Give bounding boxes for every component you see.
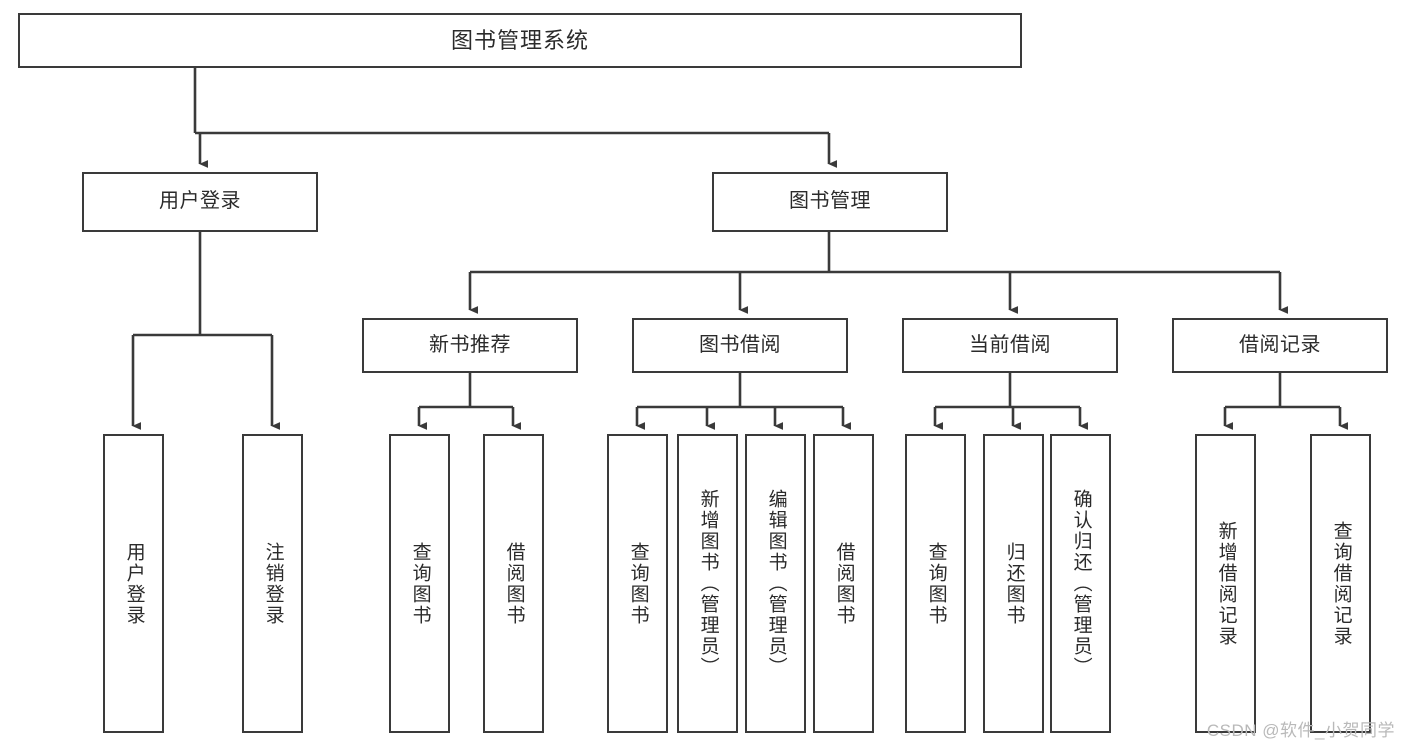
node-leaf-query-book-3-label: 查询图书 [925,541,947,626]
node-leaf-user-login-label: 用户登录 [123,541,145,626]
node-new-book-rec[interactable]: 新书推荐 [362,318,578,373]
node-leaf-add-book[interactable]: 新增图书（管理员） [677,434,738,733]
node-user-login-label: 用户登录 [159,190,241,213]
node-leaf-query-book-2-label: 查询图书 [627,541,649,626]
node-leaf-borrow-book-2-label: 借阅图书 [833,541,855,626]
node-leaf-add-book-label: 新增图书（管理员） [697,489,719,678]
node-leaf-confirm-return[interactable]: 确认归还（管理员） [1050,434,1111,733]
node-new-book-rec-label: 新书推荐 [429,333,511,356]
node-leaf-return-book[interactable]: 归还图书 [983,434,1044,733]
node-leaf-query-book-1[interactable]: 查询图书 [389,434,450,733]
node-leaf-query-book-3[interactable]: 查询图书 [905,434,966,733]
node-leaf-borrow-book-1-label: 借阅图书 [503,541,525,626]
node-user-login[interactable]: 用户登录 [82,172,318,232]
node-leaf-add-record-label: 新增借阅记录 [1215,520,1237,647]
node-leaf-borrow-book-2[interactable]: 借阅图书 [813,434,874,733]
node-leaf-query-record[interactable]: 查询借阅记录 [1310,434,1371,733]
node-leaf-add-record[interactable]: 新增借阅记录 [1195,434,1256,733]
watermark: CSDN @软件_小贺同学 [1206,721,1395,740]
node-leaf-user-logout-label: 注销登录 [262,541,284,626]
node-book-manage-label: 图书管理 [789,190,871,213]
node-leaf-user-login[interactable]: 用户登录 [103,434,164,733]
node-leaf-borrow-book-1[interactable]: 借阅图书 [483,434,544,733]
node-root-label: 图书管理系统 [450,27,589,53]
node-borrow-record-label: 借阅记录 [1239,333,1321,356]
node-leaf-query-book-2[interactable]: 查询图书 [607,434,668,733]
node-root[interactable]: 图书管理系统 [18,13,1022,68]
node-leaf-query-record-label: 查询借阅记录 [1330,520,1352,647]
node-book-borrow[interactable]: 图书借阅 [632,318,848,373]
node-leaf-confirm-return-label: 确认归还（管理员） [1070,489,1092,678]
node-book-manage[interactable]: 图书管理 [712,172,948,232]
node-leaf-edit-book[interactable]: 编辑图书（管理员） [745,434,806,733]
node-leaf-edit-book-label: 编辑图书（管理员） [765,489,787,678]
node-borrow-record[interactable]: 借阅记录 [1172,318,1388,373]
node-book-borrow-label: 图书借阅 [699,333,781,356]
node-leaf-query-book-1-label: 查询图书 [409,541,431,626]
node-leaf-user-logout[interactable]: 注销登录 [242,434,303,733]
node-leaf-return-book-label: 归还图书 [1003,541,1025,626]
node-current-borrow[interactable]: 当前借阅 [902,318,1118,373]
node-current-borrow-label: 当前借阅 [969,333,1051,356]
